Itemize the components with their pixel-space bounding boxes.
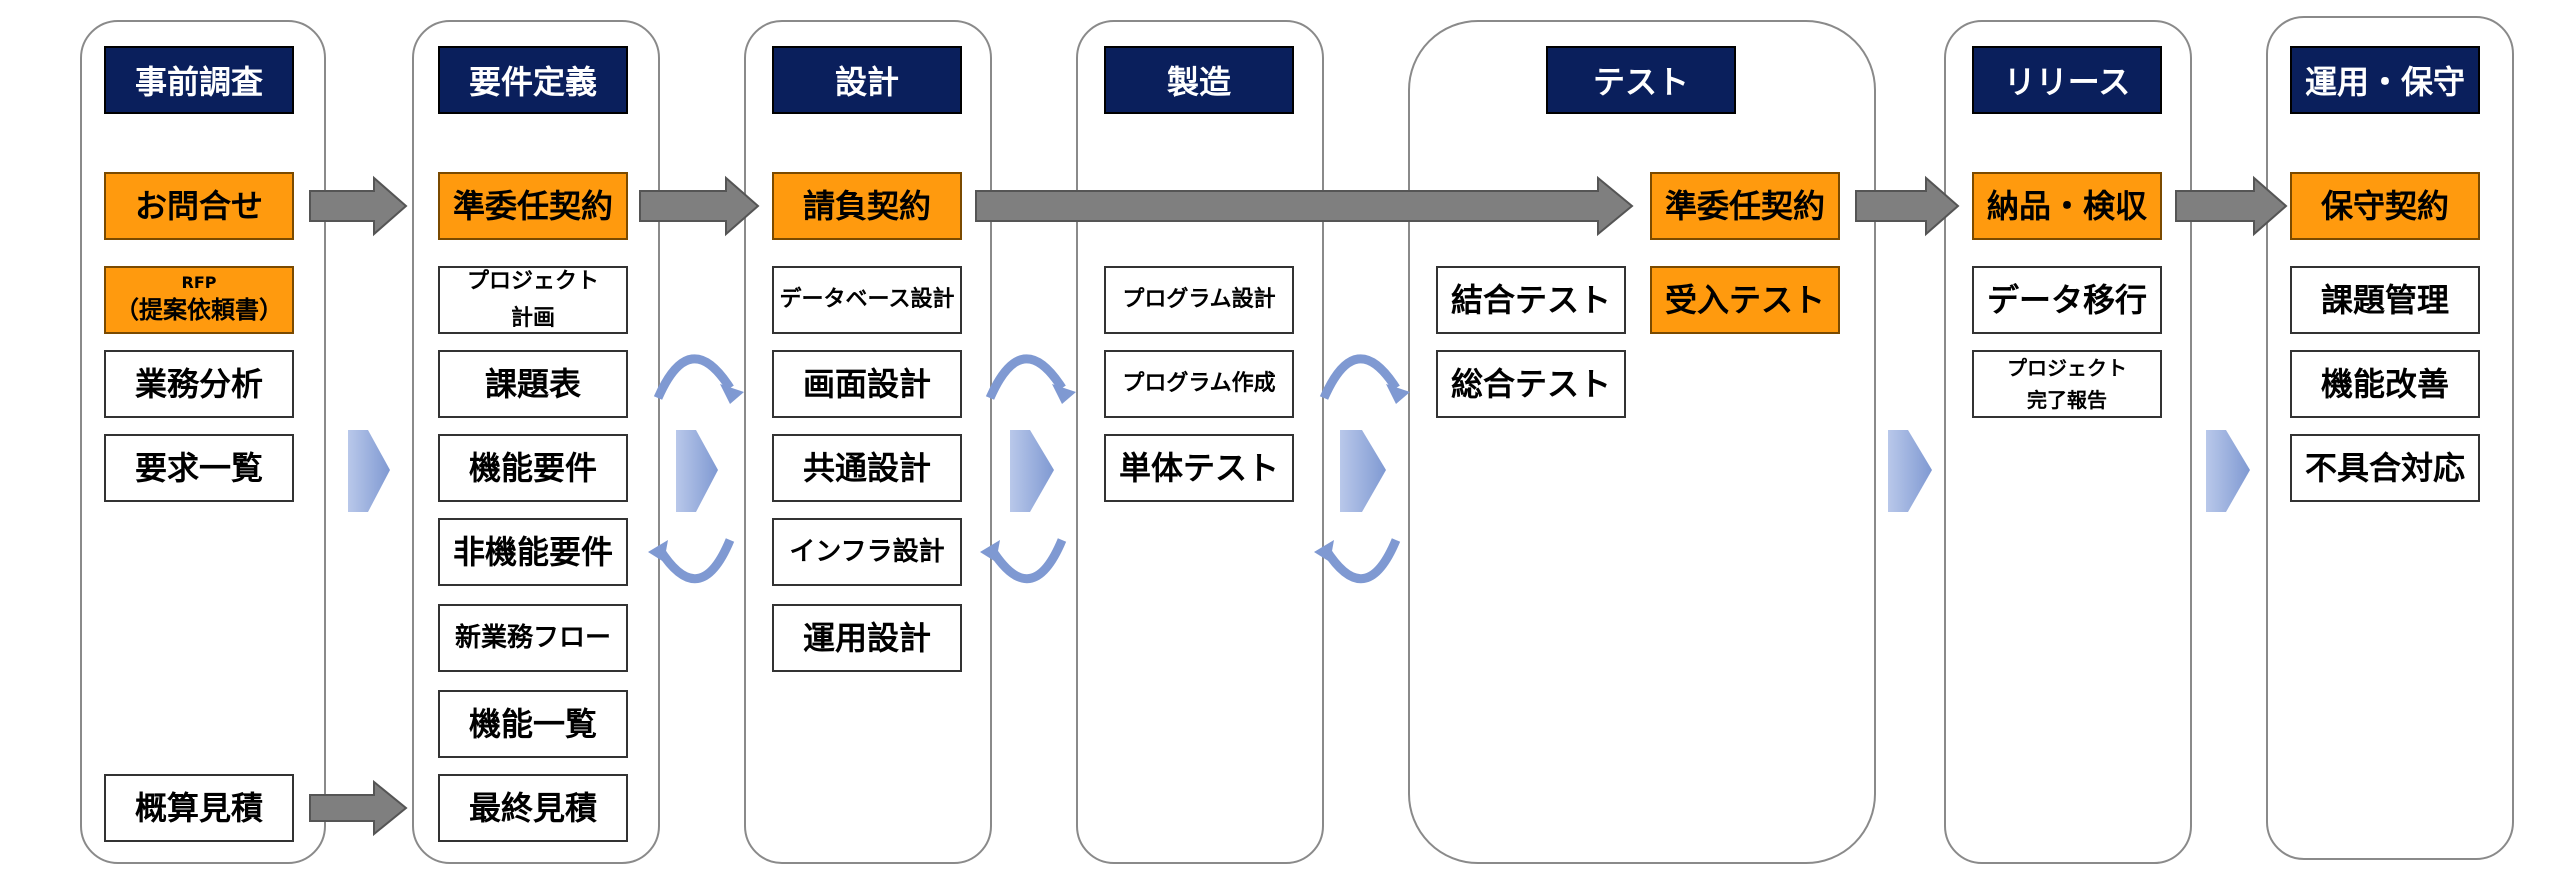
completion-report-line2: 完了報告 [2027, 388, 2107, 412]
box-quasi-mandate-2: 準委任契約 [1650, 172, 1840, 240]
lane-release [1944, 20, 2192, 864]
box-screen-design: 画面設計 [772, 350, 962, 418]
phase-header-operations: 運用・保守 [2290, 46, 2480, 114]
iteration-arrows-3 [1319, 354, 1401, 583]
phase-arrow-1 [348, 430, 390, 512]
phase-header-pre-research: 事前調査 [104, 46, 294, 114]
box-inquiry: お問合せ [104, 172, 294, 240]
box-final-estimate: 最終見積 [438, 774, 628, 842]
box-rfp: RFP （提案依頼書） [104, 266, 294, 334]
box-maintenance-contract: 保守契約 [2290, 172, 2480, 240]
phase-header-test: テスト [1546, 46, 1736, 114]
iteration-arrows-1 [653, 354, 735, 583]
phase-arrow-2 [676, 430, 718, 512]
arrow-contract-to-test-contract [975, 175, 1634, 237]
box-issue-management: 課題管理 [2290, 266, 2480, 334]
box-comprehensive-test: 総合テスト [1436, 350, 1626, 418]
box-requirements-list: 要求一覧 [104, 434, 294, 502]
phase-header-manufacturing: 製造 [1104, 46, 1294, 114]
box-db-design: データベース設計 [772, 266, 962, 334]
arrow-test-to-delivery [1855, 175, 1960, 237]
phase-arrow-4 [1340, 430, 1386, 512]
phase-header-release: リリース [1972, 46, 2162, 114]
box-infra-design: インフラ設計 [772, 518, 962, 586]
box-project-plan: プロジェクト 計画 [438, 266, 628, 334]
box-contract-work: 請負契約 [772, 172, 962, 240]
box-common-design: 共通設計 [772, 434, 962, 502]
project-plan-line1: プロジェクト [466, 268, 599, 294]
lane-test [1408, 20, 1876, 864]
box-data-migration: データ移行 [1972, 266, 2162, 334]
box-issue-table: 課題表 [438, 350, 628, 418]
box-quasi-mandate-1: 準委任契約 [438, 172, 628, 240]
arrow-contract-to-contract [639, 175, 760, 237]
box-completion-report: プロジェクト 完了報告 [1972, 350, 2162, 418]
box-integration-test: 結合テスト [1436, 266, 1626, 334]
box-unit-test: 単体テスト [1104, 434, 1294, 502]
rfp-line1: RFP [181, 273, 217, 292]
project-plan-line2: 計画 [510, 306, 555, 331]
box-ops-design: 運用設計 [772, 604, 962, 672]
box-functional-req: 機能要件 [438, 434, 628, 502]
box-defect-handling: 不具合対応 [2290, 434, 2480, 502]
box-business-analysis: 業務分析 [104, 350, 294, 418]
box-acceptance-test: 受入テスト [1650, 266, 1840, 334]
rfp-line2: （提案依頼書） [115, 296, 283, 325]
phase-arrow-6 [2206, 430, 2250, 512]
arrow-inquiry-to-contract [309, 175, 408, 237]
box-new-business-flow: 新業務フロー [438, 604, 628, 672]
box-program-creation: プログラム作成 [1104, 350, 1294, 418]
phase-header-design: 設計 [772, 46, 962, 114]
box-nonfunctional-req: 非機能要件 [438, 518, 628, 586]
completion-report-line1: プロジェクト [2007, 356, 2127, 380]
phase-header-requirements: 要件定義 [438, 46, 628, 114]
box-function-list: 機能一覧 [438, 690, 628, 758]
arrow-estimate-to-final [309, 779, 408, 837]
box-rough-estimate: 概算見積 [104, 774, 294, 842]
phase-arrow-3 [1010, 430, 1054, 512]
arrow-delivery-to-maintenance [2175, 175, 2288, 237]
iteration-arrows-2 [985, 354, 1067, 583]
box-program-design: プログラム設計 [1104, 266, 1294, 334]
box-delivery: 納品・検収 [1972, 172, 2162, 240]
phase-arrow-5 [1888, 430, 1932, 512]
box-function-improvement: 機能改善 [2290, 350, 2480, 418]
